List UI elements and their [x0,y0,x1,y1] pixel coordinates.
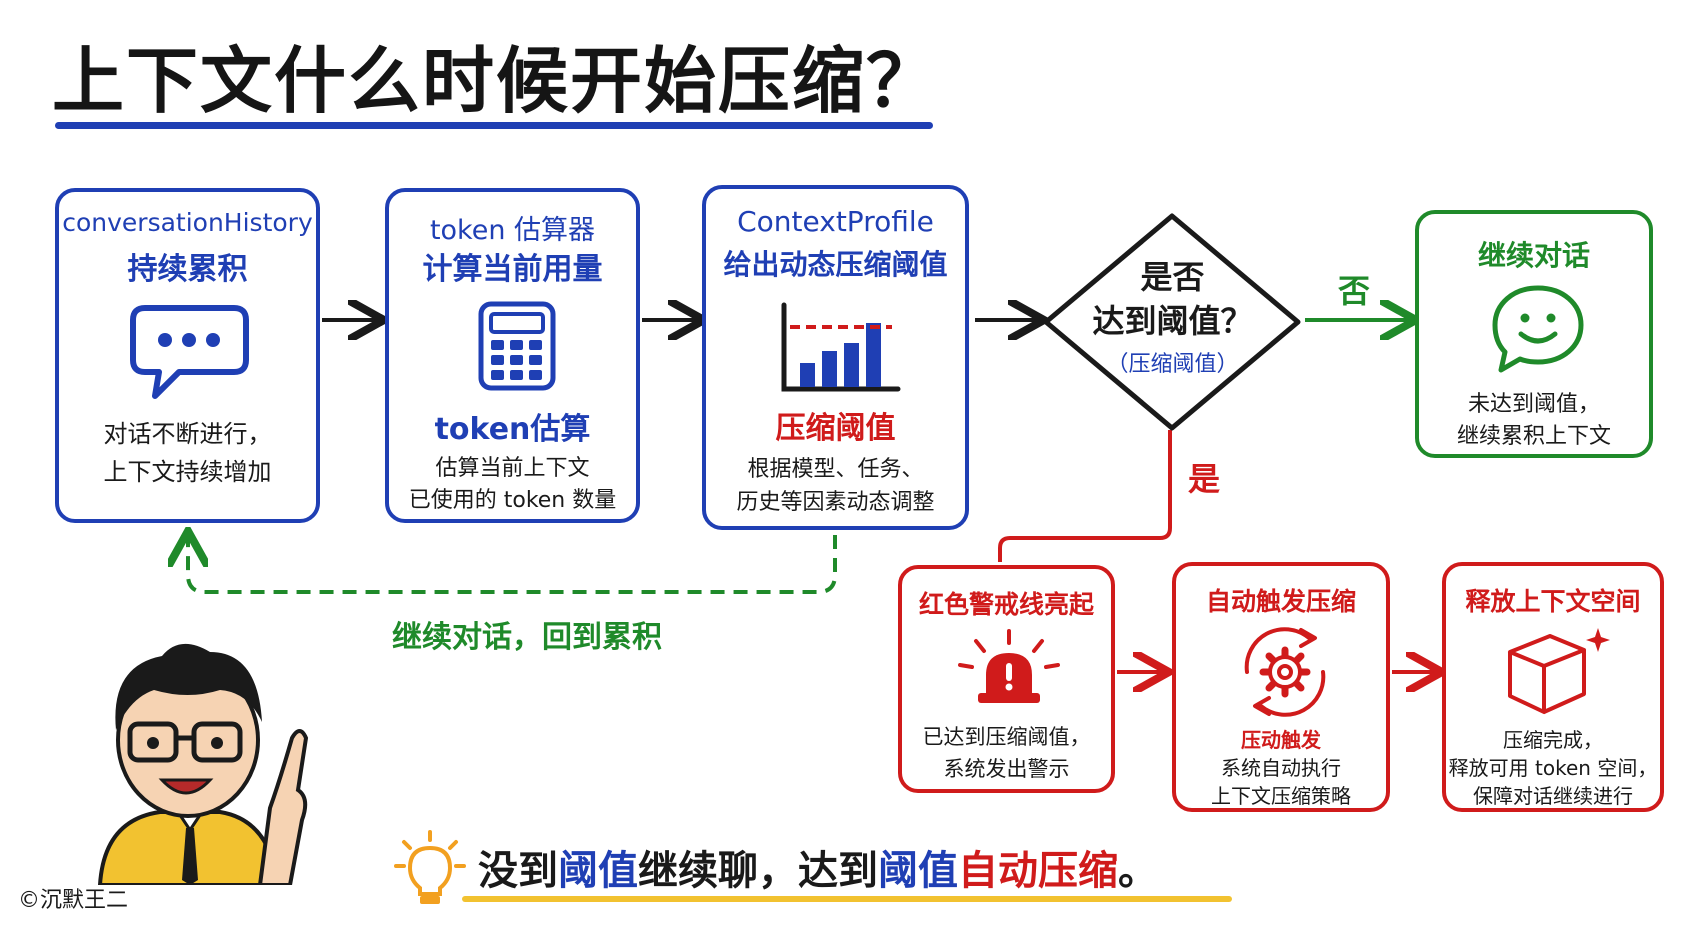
copyright-text: ©沉默王二 [18,888,129,913]
continue-heading: 继续对话 [1477,239,1590,272]
release-desc3: 保障对话继续进行 [1473,784,1633,808]
compress-sub-title: 压动触发 [1241,728,1321,752]
card1-heading1: conversationHistory [62,208,313,237]
card3-heading2: 给出动态压缩阈值 [723,248,948,281]
continue-desc1: 未达到阈值， [1467,392,1600,417]
compress-desc1: 系统自动执行 [1221,756,1341,780]
mascot-illustration [97,643,309,885]
card-conversation-history: conversationHistory 持续累积 对话不断进行， 上下文持续增加 [55,188,320,523]
card2-desc2: 已使用的 token 数量 [408,488,617,513]
calculator-icon [478,301,556,391]
footer-part1: 没到 [478,848,558,894]
title-underline [55,122,933,129]
decision-line3: （压缩阈值） [1106,352,1239,377]
card3-desc2: 历史等因素动态调整 [736,490,935,515]
card2-heading1: token 估算器 [429,215,596,246]
release-heading: 释放上下文空间 [1465,587,1641,616]
card3-sub-title: 压缩阈值 [775,411,896,446]
card3-heading1: ContextProfile [737,205,934,238]
compress-heading: 自动触发压缩 [1205,587,1356,616]
card2-desc1: 估算当前上下文 [435,456,590,481]
card2-heading2: 计算当前用量 [422,252,603,287]
card-alarm: 红色警戒线亮起 已达到压缩阈值， 系统发出警示 [898,565,1115,793]
release-desc1: 压缩完成， [1503,728,1603,752]
continue-desc2: 继续累积上下文 [1456,424,1611,449]
gear-cycle-icon [1244,627,1326,717]
footer-part4: 阈值 [878,848,958,894]
page-title: 上下文什么时候开始压缩？ [52,39,941,123]
card1-desc1: 对话不断进行， [103,420,272,448]
footer-part5: 自动压缩 [958,848,1118,894]
footer-underline [462,896,1232,902]
card2-sub-title: token估算 [434,412,591,447]
card-continue-dialog: 继续对话 未达到阈值， 继续累积上下文 [1415,210,1653,458]
decision-line2: 达到阈值？ [1092,302,1253,340]
footer-part3: 继续聊，达到 [638,848,878,894]
smiley-chat-icon [1492,285,1584,373]
cube-sparkle-icon [1508,628,1610,714]
yes-label: 是 [1188,460,1221,498]
card1-heading2: 持续累积 [127,252,248,287]
yes-connector-line [998,430,1172,562]
loop-back-label: 继续对话，回到累积 [392,620,662,655]
compress-desc2: 上下文压缩策略 [1211,784,1351,808]
card1-desc2: 上下文持续增加 [103,458,272,486]
footer-part2: 阈值 [558,848,638,894]
chat-bubble-icon [130,305,249,399]
card3-desc1: 根据模型、任务、 [747,457,924,482]
card-release-space: 释放上下文空间 压缩完成， 释放可用 token 空间， 保障对话继续进行 [1442,562,1664,812]
alarm-light-icon [958,629,1060,703]
footer-part6: 。 [1118,848,1158,894]
card-auto-compress: 自动触发压缩 压动触发 系统自动执行 上下文压缩策略 [1172,562,1390,812]
release-desc2: 释放可用 token 空间， [1448,756,1658,780]
decision-line1: 是否 [1140,258,1205,296]
alarm-heading: 红色警戒线亮起 [918,590,1094,619]
lightbulb-icon [394,830,466,904]
no-label: 否 [1338,272,1371,310]
card-token-estimator: token 估算器 计算当前用量 token估算 估算当前上下文 已使用的 to… [385,188,640,523]
decision-diamond [1043,213,1301,431]
loop-back-dashed-arrow [188,535,837,594]
footer-summary: 没到阈值继续聊，达到阈值自动压缩。 [478,838,1158,896]
bar-chart-threshold-icon [781,302,901,392]
alarm-desc2: 系统发出警示 [943,757,1070,781]
card-context-profile: ContextProfile 给出动态压缩阈值 压缩阈值 根据模型、任务、 历史… [702,185,969,530]
alarm-desc1: 已达到压缩阈值， [922,725,1091,749]
